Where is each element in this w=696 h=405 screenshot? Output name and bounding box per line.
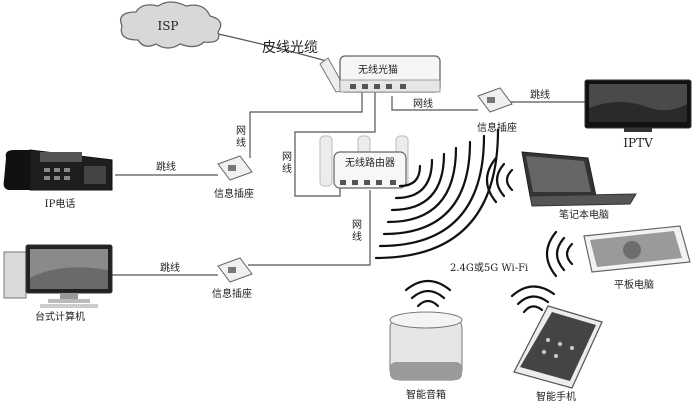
cable-modem-socket-label: 网线: [413, 97, 433, 110]
laptop-label: 笔记本电脑: [559, 208, 609, 221]
ip-phone-label: IP电话: [45, 197, 76, 210]
wire-router-bottom: [248, 190, 371, 266]
smart-speaker-signal-icon: [404, 279, 452, 308]
wifi-label: 2.4G或5G Wi-Fi: [450, 262, 528, 274]
info-socket-top-label: 信息插座: [477, 121, 517, 134]
wires: [112, 29, 585, 276]
optical-modem-icon: [319, 55, 441, 93]
tablet-icon: [583, 225, 691, 273]
wifi-waves-icon: [374, 128, 500, 260]
smartphone-signal-icon: [510, 285, 556, 314]
wire-modem-top-socket: [391, 96, 478, 111]
smart-speaker-label: 智能音箱: [406, 388, 446, 401]
smart-speaker-icon: [389, 311, 463, 381]
isp-cloud-icon: [119, 1, 222, 49]
tablet-signal-icon: [545, 230, 574, 278]
info-socket-left-top-icon: [217, 155, 253, 181]
smartphone-icon: [513, 305, 603, 389]
cable-modem-left-text-char: 线: [236, 136, 246, 149]
wire-modem-router: [294, 92, 376, 197]
info-socket-left-bottom-label: 信息插座: [212, 287, 252, 300]
iptv-label: IPTV: [623, 136, 653, 150]
desktop-label: 台式计算机: [35, 310, 85, 323]
cable-iptv-label: 跳线: [530, 88, 550, 101]
fiber-cable-label: 皮线光缆: [262, 40, 318, 56]
cable-router-socket-label: 网 线: [352, 219, 365, 243]
cable-desktop-label: 跳线: [160, 261, 180, 274]
ip-phone-icon: [3, 149, 113, 191]
tablet-label: 平板电脑: [614, 278, 654, 291]
desktop-icon: [3, 244, 113, 308]
info-socket-left-top-label: 信息插座: [214, 187, 254, 200]
cable-modem-left-text: 网: [236, 125, 246, 137]
cable-router-socket-text: 网: [352, 219, 362, 231]
wireless-router-label: 无线路由器: [345, 156, 395, 169]
laptop-icon: [521, 151, 637, 207]
cable-modem-router-label: 网 线: [282, 151, 295, 175]
iptv-icon: [584, 79, 692, 132]
info-socket-top-icon: [477, 87, 513, 113]
optical-modem-label: 无线光猫: [358, 63, 398, 76]
cable-modem-left-label: 网 线: [236, 125, 249, 149]
cable-modem-router-text: 网: [282, 151, 292, 163]
cable-router-socket-text-char: 线: [352, 230, 362, 243]
wire-modem-left: [249, 92, 363, 158]
wireless-router-icon: [319, 135, 409, 189]
smartphone-label: 智能手机: [536, 390, 576, 403]
info-socket-left-bottom-icon: [217, 257, 253, 283]
laptop-signal-icon: [485, 156, 514, 204]
isp-label: ISP: [157, 19, 178, 33]
cable-phone-label: 跳线: [156, 160, 176, 173]
cable-modem-router-text-char: 线: [282, 162, 292, 175]
